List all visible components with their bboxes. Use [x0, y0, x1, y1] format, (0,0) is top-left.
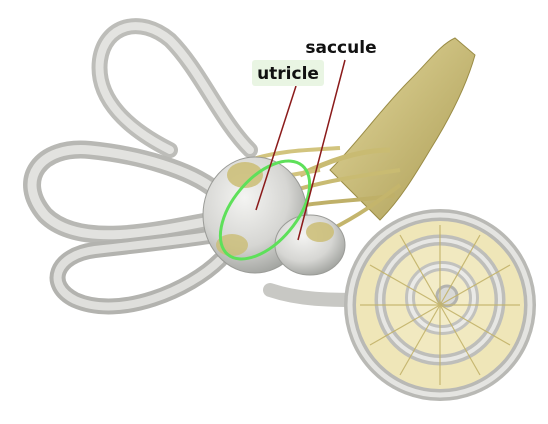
utricle-label: utricle: [257, 64, 319, 84]
saccule-sac: [274, 214, 346, 276]
cochlea: [263, 209, 536, 401]
saccule-label: saccule: [305, 38, 376, 58]
utricle-pointer-line: [255, 85, 297, 211]
utricle-label-background: [252, 60, 324, 86]
utricle-highlight-ring: [218, 159, 312, 261]
semicircular-canals: [23, 18, 258, 315]
saccule-pointer-line: [297, 59, 346, 241]
